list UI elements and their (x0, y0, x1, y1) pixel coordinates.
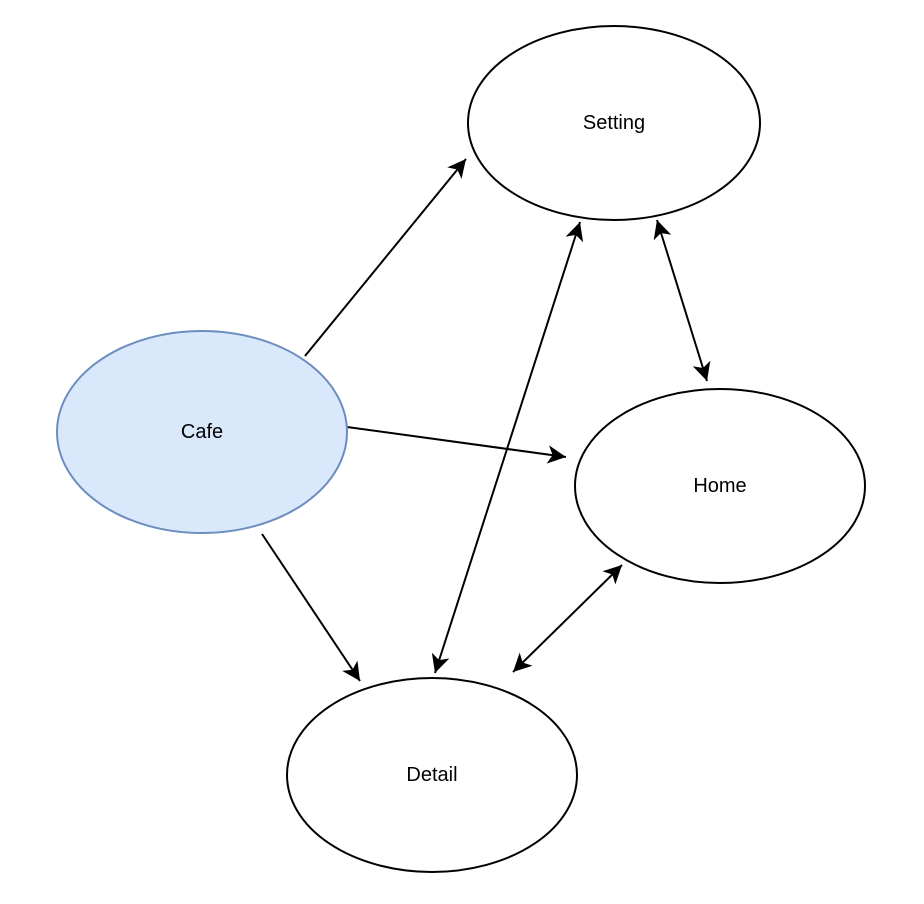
node-home-label: Home (693, 475, 746, 497)
node-setting: Setting (467, 25, 761, 221)
edge-cafe-to-setting-arrow (304, 158, 467, 357)
node-home: Home (574, 388, 866, 584)
node-setting-ellipse (467, 25, 761, 221)
node-detail-ellipse (286, 677, 578, 873)
node-home-ellipse (574, 388, 866, 584)
node-detail-label: Detail (406, 764, 457, 786)
node-cafe-label: Cafe (181, 421, 223, 443)
node-cafe-ellipse (56, 330, 348, 534)
node-detail: Detail (286, 677, 578, 873)
edge-home-setting-double-arrow (653, 219, 711, 382)
edge-cafe-to-home-arrow (346, 426, 567, 464)
edge-detail-home-double-arrow (512, 564, 623, 673)
node-cafe: Cafe (56, 330, 348, 534)
edge-cafe-to-detail-arrow (261, 533, 361, 682)
node-setting-label: Setting (583, 112, 645, 134)
edge-layer (261, 158, 711, 682)
edge-detail-setting-double-arrow (431, 221, 584, 674)
